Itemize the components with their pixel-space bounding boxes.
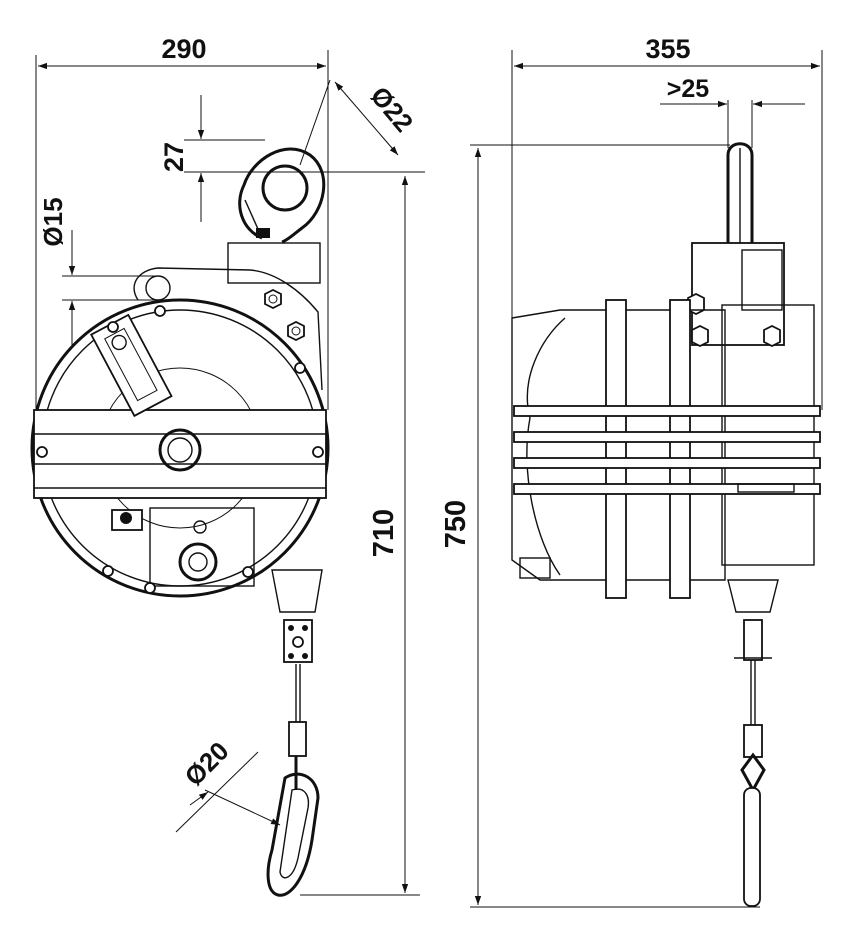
- side-bar-3: [513, 457, 821, 469]
- side-bar-2: [513, 431, 821, 443]
- dim-pivot-diameter: Ø15: [38, 197, 68, 246]
- side-view: [511, 142, 821, 907]
- front-lower-box: [149, 507, 255, 587]
- front-pivot-hole: [145, 275, 171, 301]
- side-bar-1: [513, 405, 821, 417]
- side-housing-left: [511, 309, 726, 581]
- side-bar-4: [513, 483, 821, 495]
- dim-hook-diameter: Ø22: [365, 81, 420, 138]
- side-carabiner-head: [740, 752, 766, 794]
- front-cable-outlet: [271, 569, 323, 613]
- side-eyelet: [726, 142, 754, 243]
- front-lower-wheel: [178, 542, 218, 582]
- dim-hook-height: 27: [159, 142, 189, 172]
- dim-height-front: 710: [368, 509, 400, 557]
- front-lever-plate: [133, 267, 323, 391]
- front-top-hook: [238, 147, 326, 244]
- front-nut-1: [264, 288, 282, 310]
- front-carabiner: [266, 772, 320, 897]
- side-cable-outlet: [727, 579, 779, 613]
- dim-width-front: 290: [161, 34, 206, 64]
- side-plate-1: [605, 299, 627, 599]
- side-cable-sleeve: [743, 724, 763, 758]
- side-cable-clamp: [743, 619, 763, 661]
- dim-width-side: 355: [645, 34, 690, 64]
- front-cable-sleeve: [288, 721, 307, 757]
- front-diagonal-lever: [89, 313, 173, 418]
- dim-eyelet-width: >25: [667, 75, 710, 103]
- front-nut-2: [287, 320, 305, 342]
- front-view: [30, 147, 330, 897]
- front-drum-outer: [30, 298, 330, 598]
- dim-line-d22: [334, 81, 399, 156]
- front-frame: [33, 409, 327, 499]
- dim-height-side: 750: [440, 500, 472, 548]
- front-mount-block: [227, 242, 321, 284]
- side-bolt-2: [691, 324, 709, 348]
- side-carabiner: [743, 787, 761, 907]
- side-plate-2: [669, 299, 691, 599]
- front-hub: [158, 428, 202, 472]
- dimension-lines: [35, 50, 823, 908]
- side-bolt-3: [763, 324, 781, 348]
